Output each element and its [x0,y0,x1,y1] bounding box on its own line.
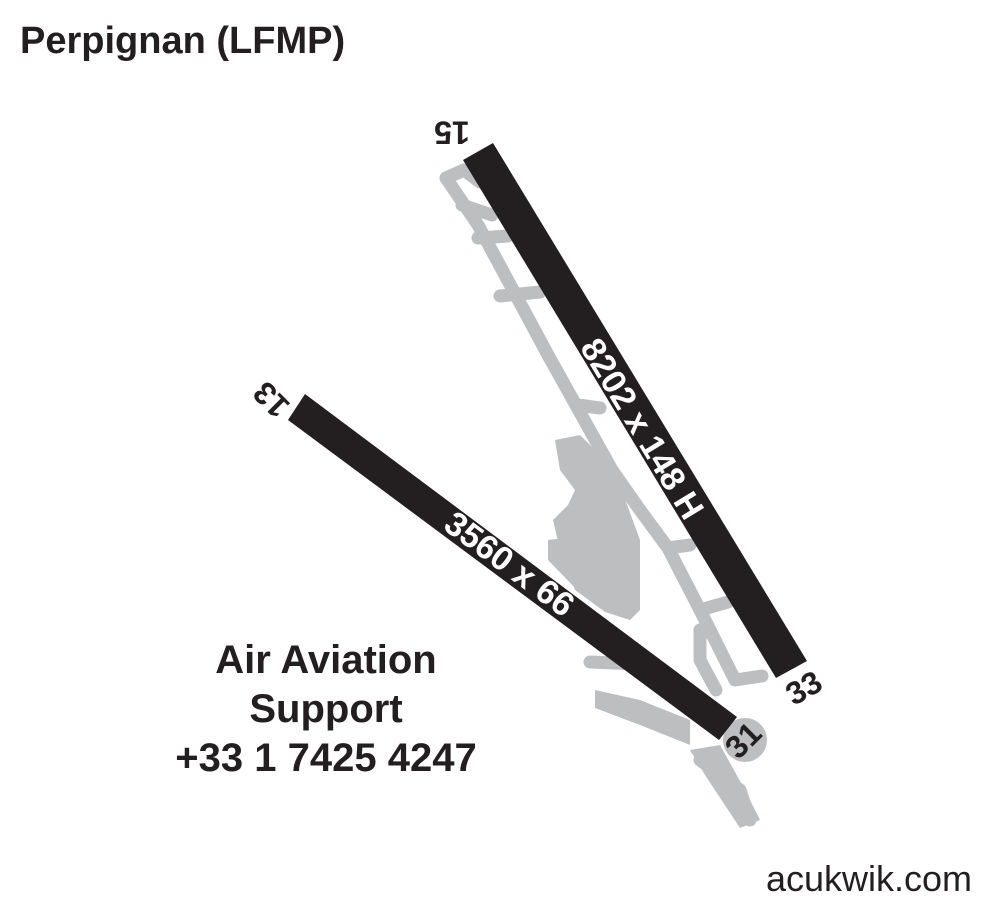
runway-end-15-label: 15 [434,115,470,151]
fbo-info: Air Aviation Support +33 1 7425 4247 [150,636,502,783]
runway-15-33-surface [463,143,807,678]
runway-13-31-surface [288,394,737,740]
turn-pad-31 [723,718,767,762]
airport-title: Perpignan (LFMP) [20,20,346,62]
fbo-name-line1: Air Aviation [215,638,437,682]
fbo-phone: +33 1 7425 4247 [175,736,477,780]
fbo-name-line2: Support [249,687,403,731]
south-apron [595,690,690,745]
runway-end-13-label: 13 [246,374,297,425]
ga-apron [690,745,760,828]
footer-site: acukwik.com [765,858,972,899]
apron-areas [548,435,767,828]
west-apron [548,538,600,590]
